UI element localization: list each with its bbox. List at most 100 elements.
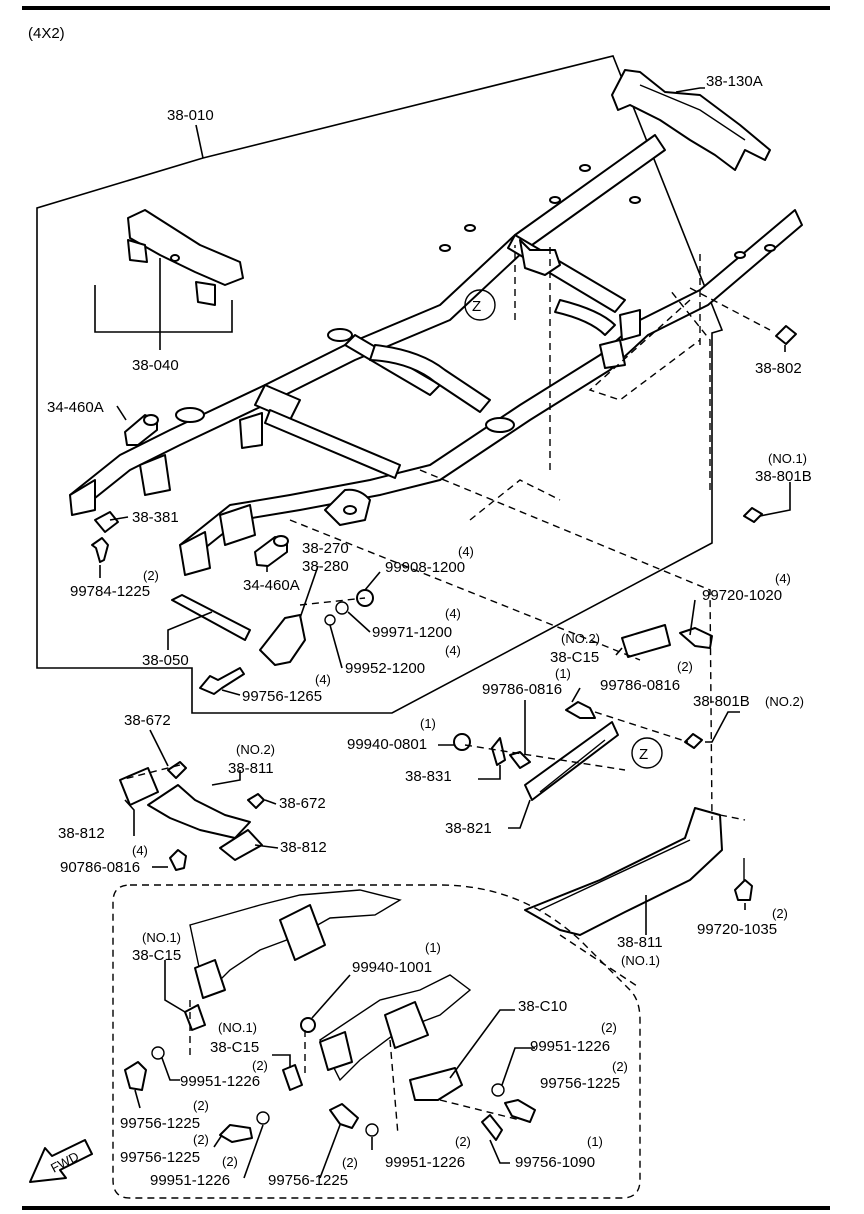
washer-99971-part [335,601,349,615]
bolt-99786-b-part [565,701,596,719]
label-bolt-90786: 90786-0816 [60,859,140,876]
label-washer-99952-qty: (4) [445,643,461,658]
svg-text:Z: Z [639,746,648,763]
label-detail-washer-99951-d-qty: (2) [455,1134,471,1149]
label-guard-811-no2-qty: (NO.2) [236,742,275,757]
label-cushion-upper: 34-460A [47,399,104,416]
label-c15-no2-qty: (NO.2) [561,631,600,646]
label-detail-bolt-99756-1225-b-qty: (2) [193,1098,209,1113]
bracket-821-part [524,721,619,801]
label-bolt-99720-1035-qty: (2) [772,906,788,921]
label-detail-bolt-99756-1090: 99756-1090 [515,1154,595,1171]
nut-99940-0801-part [453,733,471,751]
label-detail-c15-no1-b: 38-C15 [210,1039,259,1056]
label-bracket-821: 38-821 [445,820,492,837]
label-clip-672-a: 38-672 [124,712,171,729]
svg-text:Z: Z [472,298,481,315]
label-detail-washer-99951-a-qty: (2) [601,1020,617,1035]
bracket-270-part [259,614,306,666]
zone-z-marker-upper: Z [464,289,496,321]
plug-top-part [775,325,797,345]
detail-z-outline [112,884,641,1199]
detail-washer-a-part [491,1083,505,1097]
bracket-812-b-part [219,829,263,861]
label-washer-99952: 99952-1200 [345,660,425,677]
label-washer-99971: 99971-1200 [372,624,452,641]
label-bolt-99786-a: 99786-0816 [482,681,562,698]
label-bolt-99720-1020: 99720-1020 [702,587,782,604]
label-c15-no2: 38-C15 [550,649,599,666]
label-detail-c10: 38-C10 [518,998,567,1015]
cushion-lower-part [254,535,289,567]
detail-bolt-e-part [481,1114,503,1141]
label-nut-99908-qty: (4) [458,544,474,559]
clip-672-a-part [167,761,187,779]
label-detail-bolt-99756-1225-d-qty: (2) [342,1155,358,1170]
label-guard-811-no1-qty: (NO.1) [621,953,660,968]
label-bracket-381: 38-381 [132,509,179,526]
diagram-title: (4X2) [28,25,65,42]
front-crossmember-part [127,209,244,306]
label-guard-811-no2: 38-811 [228,760,274,777]
label-detail-c15-no1-b-count: (2) [252,1058,268,1073]
label-detail-bolt-99756-1225-c-qty: (2) [222,1154,238,1169]
bracket-381-part [94,511,119,533]
chassis-frame [69,134,803,576]
label-bolt-99786-a-qty: (1) [555,666,571,681]
detail-washer-c-part [256,1111,270,1125]
label-bolt-99720-1020-qty: (4) [775,571,791,586]
label-guard-811-no1: 38-811 [617,934,663,951]
label-detail-washer-99951-d: 99951-1226 [385,1154,465,1171]
svg-text:FWD: FWD [48,1149,81,1176]
forward-direction-arrow: FWD [29,1139,93,1183]
detail-c15-b-part [282,1064,303,1091]
detail-bolt-c-part [219,1124,253,1143]
label-bracket-812-a: 38-812 [58,825,105,842]
label-bracket-270: 38-270 [302,540,349,557]
label-bolt-99786-b-qty: (2) [677,659,693,674]
label-detail-bolt-99756-1225-a: 99756-1225 [540,1075,620,1092]
label-bolt-99756-1265: 99756-1265 [242,688,322,705]
bracket-050-part [171,594,251,641]
label-crossmember-rear: 38-130A [706,73,763,90]
bolt-99720-1020-part [679,627,713,649]
label-bolt-99720-1035: 99720-1035 [697,921,777,938]
label-detail-nut-99940-1001-qty: (1) [425,940,441,955]
detail-bolt-b-part [124,1061,147,1091]
label-detail-washer-99951-c: 99951-1226 [150,1172,230,1189]
detail-nut-99940-1001-part [300,1017,316,1033]
label-crossmember-front: 38-040 [132,357,179,374]
zone-z-marker-lower: Z [631,737,663,769]
c15-no2-part [621,624,671,658]
bolt-99784-part [91,537,109,563]
label-clip-672-b: 38-672 [279,795,326,812]
plug-no1-part [743,507,763,523]
label-detail-bolt-99756-1090-qty: (1) [587,1134,603,1149]
bolt-99756-1265-part [199,667,245,695]
label-bracket-812-b: 38-812 [280,839,327,856]
label-detail-bolt-99756-1225-c: 99756-1225 [120,1149,200,1166]
label-detail-washer-99951-a: 99951-1226 [530,1038,610,1055]
label-bolt-99784-qty: (2) [143,568,159,583]
washer-99952-part [324,614,336,626]
detail-bolt-d-part [329,1103,359,1129]
label-frame: 38-010 [167,107,214,124]
label-detail-washer-99951-b: 99951-1226 [180,1073,260,1090]
label-bracket-280: 38-280 [302,558,349,575]
label-bolt-99756-1265-qty: (4) [315,672,331,687]
label-bracket-831: 38-831 [405,768,452,785]
label-nut-99940-0801-qty: (1) [420,716,436,731]
label-detail-bolt-99756-1225-b: 99756-1225 [120,1115,200,1132]
clip-672-b-part [247,793,265,809]
label-detail-washer-99951-c-qty: (2) [193,1132,209,1147]
guard-811-no2-part [147,784,251,839]
label-detail-nut-99940-1001: 99940-1001 [352,959,432,976]
label-detail-bolt-99756-1225-a-qty: (2) [612,1059,628,1074]
label-bolt-90786-qty: (4) [132,843,148,858]
label-plug-no1: 38-801B [755,468,812,485]
label-detail-bolt-99756-1225-d: 99756-1225 [268,1172,348,1189]
label-detail-c15-no1-a-qty: (NO.1) [142,930,181,945]
label-nut-99940-0801: 99940-0801 [347,736,427,753]
label-detail-c15-no1-a: 38-C15 [132,947,181,964]
